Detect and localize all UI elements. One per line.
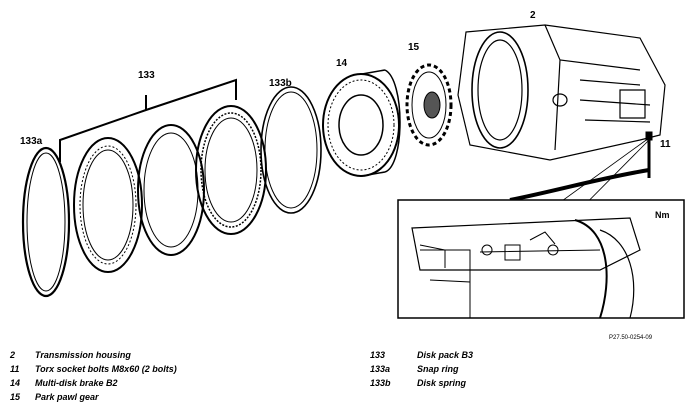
- callout-14: 14: [336, 58, 348, 69]
- figure-code: P27.50-0254-09: [609, 335, 653, 341]
- callout-133a: 133a: [20, 136, 43, 147]
- callout-133b: 133b: [269, 78, 292, 89]
- callout-15: 15: [408, 42, 420, 53]
- disk-pack-133: [73, 105, 267, 273]
- callout-133: 133: [138, 70, 155, 81]
- transmission-housing-2: [457, 24, 666, 161]
- multi-disk-brake-14: [322, 69, 401, 177]
- exploded-view-diagram: [21, 24, 685, 319]
- park-pawl-gear-15: [405, 63, 453, 147]
- disk-spring-133b: [260, 86, 322, 214]
- callout-2: 2: [530, 10, 536, 21]
- snap-ring-133a: [21, 146, 71, 298]
- detail-inset: [397, 199, 685, 319]
- torque-label: Nm: [655, 210, 670, 220]
- callout-11: 11: [660, 139, 671, 150]
